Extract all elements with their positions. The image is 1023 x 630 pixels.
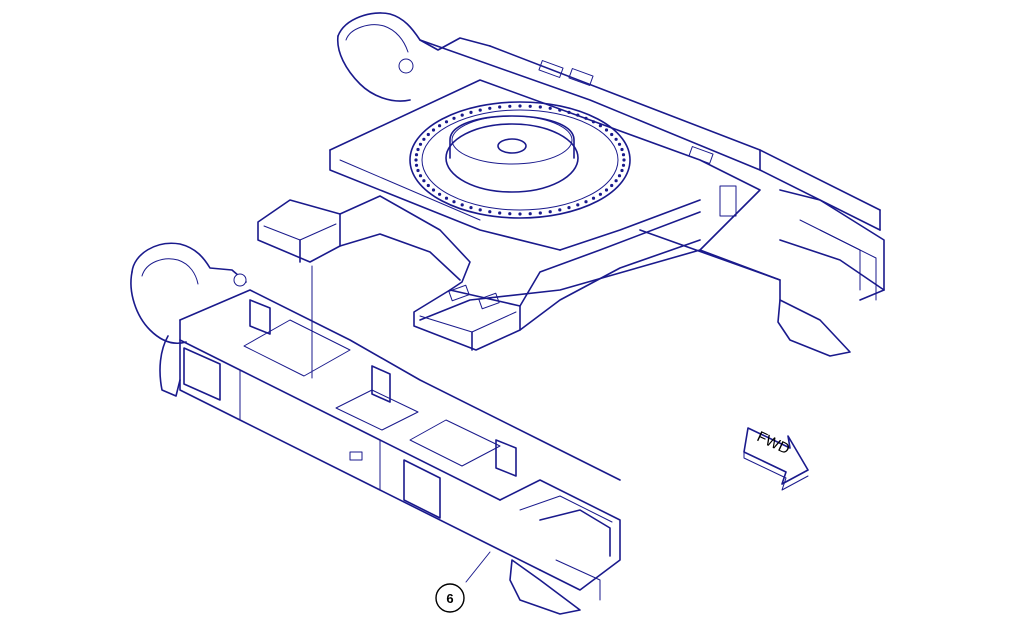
bolt-hole	[558, 108, 562, 112]
bolt-hole	[604, 188, 609, 192]
bolt-hole	[469, 110, 473, 114]
bolt-hole	[438, 124, 442, 128]
bolt-hole	[508, 104, 512, 108]
bolt-hole	[567, 206, 571, 210]
bolt-hole	[498, 105, 502, 109]
bolt-hole	[576, 203, 580, 207]
bolt-hole	[584, 116, 588, 120]
bolt-hole	[488, 106, 492, 110]
bolt-hole	[422, 179, 426, 183]
bolt-hole	[469, 206, 473, 210]
bolt-hole	[414, 153, 419, 157]
bolt-hole	[620, 147, 624, 152]
bolt-hole	[452, 200, 456, 204]
bolt-hole	[617, 142, 622, 146]
bolt-hole	[622, 158, 626, 162]
callout-6[interactable]: 6	[435, 583, 465, 613]
bolt-hole	[614, 179, 618, 183]
callout-circle	[435, 583, 465, 613]
bolt-hole	[418, 142, 423, 146]
bolt-hole	[422, 137, 426, 141]
bolt-hole	[621, 153, 626, 157]
bolt-hole	[567, 110, 571, 114]
bolt-hole	[418, 174, 423, 178]
bolt-hole	[548, 106, 552, 110]
bolt-hole	[584, 200, 588, 204]
bolt-hole	[426, 132, 430, 137]
bolt-hole	[538, 211, 542, 215]
bolt-hole	[414, 163, 419, 167]
bolt-hole	[478, 208, 482, 212]
bolt-hole	[488, 210, 492, 214]
bolt-hole	[414, 158, 418, 162]
bolt-hole	[444, 196, 449, 200]
bolt-hole	[620, 168, 624, 173]
forward-direction-arrow: FWD	[743, 427, 809, 491]
bolt-hole	[598, 124, 603, 128]
bolt-hole	[538, 105, 542, 109]
bolt-hole	[610, 132, 614, 137]
bolt-hole	[431, 128, 436, 132]
bolt-hole	[416, 168, 420, 173]
bolt-hole	[444, 120, 449, 124]
bolt-hole	[508, 212, 512, 216]
bolt-hole	[610, 183, 614, 188]
bolt-hole	[460, 113, 464, 117]
bolt-hole	[478, 108, 482, 112]
bolt-hole	[591, 120, 596, 124]
bolt-hole	[438, 192, 442, 196]
bolt-hole	[617, 174, 622, 178]
bolt-hole	[518, 212, 522, 216]
lower-track-frame	[130, 242, 621, 615]
bolt-hole	[416, 147, 420, 152]
bolt-hole	[558, 208, 562, 212]
bolt-hole	[576, 113, 580, 117]
bolt-hole	[604, 128, 609, 132]
bolt-hole	[528, 104, 532, 108]
fwd-label: FWD	[754, 428, 792, 458]
bolt-hole	[460, 203, 464, 207]
upper-car-body	[257, 12, 885, 357]
bolt-hole	[598, 192, 603, 196]
bolt-hole	[548, 210, 552, 214]
swing-bearing-bolt-holes	[414, 104, 626, 216]
bolt-hole	[528, 212, 532, 216]
bolt-hole	[614, 137, 618, 141]
bolt-hole	[452, 116, 456, 120]
bolt-hole	[426, 183, 430, 188]
bolt-hole	[591, 196, 596, 200]
bolt-hole	[518, 104, 522, 108]
callout-number: 6	[446, 591, 453, 606]
bolt-hole	[431, 188, 436, 192]
bolt-hole	[498, 211, 502, 215]
bolt-hole	[621, 163, 626, 167]
